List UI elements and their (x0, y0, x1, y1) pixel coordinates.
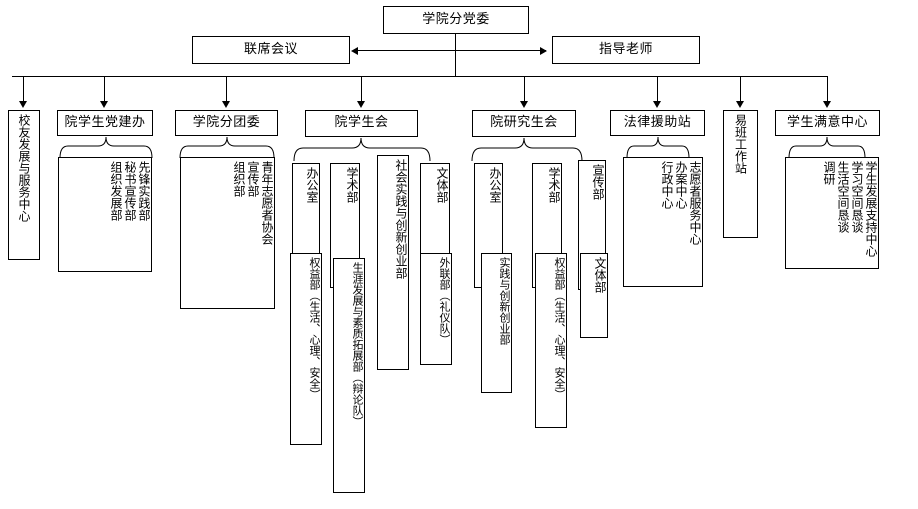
child-label: 学生发展支持中心 (864, 161, 878, 257)
node-label: 学院分党委 (422, 11, 490, 27)
group-youth-league-children[interactable]: 青年志愿者协会 宣传部 组织部 (180, 157, 275, 309)
node-label: 院学生会 (334, 115, 389, 131)
child-label: 生活空间恳谈 (836, 161, 850, 233)
child-graduate-union-culture-sports[interactable]: 文体部 (580, 253, 608, 338)
connector-root-to-bus (455, 50, 456, 76)
child-label: 组织发展部 (109, 161, 123, 221)
node-student-union[interactable]: 院学生会 (305, 110, 418, 137)
node-label: 指导老师 (598, 41, 653, 57)
brace-student-satisfaction-center (787, 136, 867, 158)
child-label: 社会实践与创新创业部 (394, 159, 408, 279)
child-label: 学术部 (345, 167, 359, 203)
child-student-union-career-dev[interactable]: 生涯发展与素质拓展部（辩论队） (333, 258, 365, 493)
child-label: 调研 (822, 161, 836, 185)
arrow-down-icon (823, 101, 831, 108)
child-label: 办公室 (305, 167, 319, 203)
connector-drop-yiban (740, 76, 741, 102)
child-student-union-external-relations[interactable]: 外联部（礼仪队） (420, 253, 452, 365)
child-student-union-rights[interactable]: 权益部（生活、心理、安全） (290, 253, 322, 445)
arrow-right-icon (540, 46, 547, 55)
child-label: 青年志愿者协会 (260, 161, 274, 245)
brace-student-union (292, 137, 432, 161)
node-party-building-office[interactable]: 院学生党建办 (57, 110, 153, 136)
arrow-left-icon (351, 46, 358, 55)
child-label: 行政中心 (660, 161, 674, 209)
child-label: 文体部 (593, 257, 607, 293)
connector-drop-party-office (104, 76, 105, 102)
group-legal-aid-children[interactable]: 志愿者服务中心 办案中心 行政中心 (623, 157, 703, 287)
child-label: 办公室 (488, 167, 502, 203)
child-label: 学习空间恳谈 (850, 161, 864, 233)
node-student-satisfaction-center[interactable]: 学生满意中心 (775, 110, 880, 136)
node-joint-meeting[interactable]: 联席会议 (192, 36, 350, 64)
connector-root-stem (455, 34, 456, 50)
arrow-down-icon (222, 101, 230, 108)
node-label: 院研究生会 (490, 115, 558, 131)
node-label: 学院分团委 (192, 114, 261, 130)
connector-drop-graduate-union (524, 76, 525, 102)
node-youth-league-committee[interactable]: 学院分团委 (175, 110, 278, 136)
child-graduate-union-rights[interactable]: 权益部（生活、心理、安全） (535, 253, 567, 428)
child-label: 组织部 (232, 161, 246, 197)
brace-graduate-union (470, 137, 584, 161)
arrow-down-icon (653, 101, 661, 108)
connector-main-bus (12, 76, 828, 77)
node-label: 法律援助站 (623, 114, 692, 130)
brace-youth-league-committee (178, 136, 276, 158)
node-root-party-committee[interactable]: 学院分党委 (383, 6, 529, 34)
group-student-satisfaction-children[interactable]: 学生发展支持中心 学习空间恳谈 生活空间恳谈 调研 (785, 157, 879, 269)
connector-drop-league (226, 76, 227, 102)
child-label: 外联部（礼仪队） (438, 257, 451, 345)
node-alumni-center[interactable]: 校友发展与服务中心 (8, 110, 40, 260)
child-label: 权益部（生活、心理、安全） (308, 257, 321, 400)
node-label: 学生满意中心 (786, 114, 868, 130)
connector-peer-double-arrow (356, 50, 546, 51)
child-label: 文体部 (435, 167, 449, 203)
arrow-down-icon (357, 101, 365, 108)
child-label: 宣传部 (246, 161, 260, 197)
node-advisor[interactable]: 指导老师 (552, 36, 700, 64)
child-label: 志愿者服务中心 (688, 161, 702, 245)
arrow-down-icon (19, 101, 27, 108)
child-label: 宣传部 (591, 164, 605, 200)
child-label: 生涯发展与素质拓展部（辩论队） (351, 262, 364, 427)
connector-drop-satisfaction (827, 76, 828, 102)
node-yiban-workstation[interactable]: 易班工作站 (723, 110, 758, 238)
child-label: 学术部 (547, 167, 561, 203)
arrow-down-icon (520, 101, 528, 108)
child-label: 办案中心 (674, 161, 688, 209)
connector-drop-alumni (23, 76, 24, 102)
brace-party-building-office (58, 136, 154, 158)
child-label: 先锋实践部 (137, 161, 151, 221)
arrow-down-icon (736, 101, 744, 108)
node-label: 院学生党建办 (64, 114, 146, 130)
arrow-down-icon (100, 101, 108, 108)
node-graduate-union[interactable]: 院研究生会 (472, 110, 576, 137)
child-student-union-social-practice[interactable]: 社会实践与创新创业部 (377, 155, 409, 370)
child-label: 秘书宣传部 (123, 161, 137, 221)
group-party-building-office-children[interactable]: 先锋实践部 秘书宣传部 组织发展部 (58, 157, 152, 272)
node-label: 联席会议 (243, 41, 298, 57)
node-label: 校友发展与服务中心 (17, 114, 31, 222)
child-graduate-union-practice-innovation[interactable]: 实践与创新创业部 (481, 253, 512, 393)
brace-legal-aid-station (625, 136, 691, 158)
child-label: 实践与创新创业部 (498, 257, 511, 345)
node-label: 易班工作站 (733, 114, 748, 174)
connector-drop-student-union (361, 76, 362, 102)
node-legal-aid-station[interactable]: 法律援助站 (610, 110, 705, 136)
child-label: 权益部（生活、心理、安全） (553, 257, 566, 400)
connector-drop-legal-aid (657, 76, 658, 102)
